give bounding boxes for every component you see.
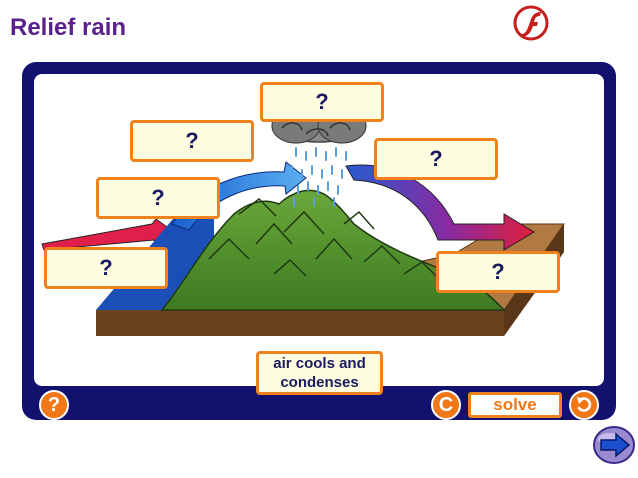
question-box-top[interactable]: ? <box>260 82 384 122</box>
clear-button[interactable]: C <box>431 390 461 420</box>
question-box-lower-left[interactable]: ? <box>44 247 168 289</box>
page-title: Relief rain <box>10 14 127 41</box>
flash-logo-icon <box>513 5 549 41</box>
solve-button[interactable]: solve <box>468 392 562 418</box>
question-box-right-upper[interactable]: ? <box>374 138 498 180</box>
label-line-2: condenses <box>280 374 359 391</box>
next-arrow-icon[interactable] <box>592 425 636 465</box>
label-line-1: air cools and <box>273 355 366 372</box>
undo-arrow-icon <box>577 397 592 412</box>
rain-drops <box>287 147 347 207</box>
question-box-middle-left[interactable]: ? <box>96 177 220 219</box>
draggable-label-air-cools[interactable]: air cools and condenses <box>256 351 383 395</box>
question-box-lower-right[interactable]: ? <box>436 251 560 293</box>
undo-button[interactable] <box>569 390 599 420</box>
question-box-upper-left[interactable]: ? <box>130 120 254 162</box>
help-button[interactable]: ? <box>39 390 69 420</box>
